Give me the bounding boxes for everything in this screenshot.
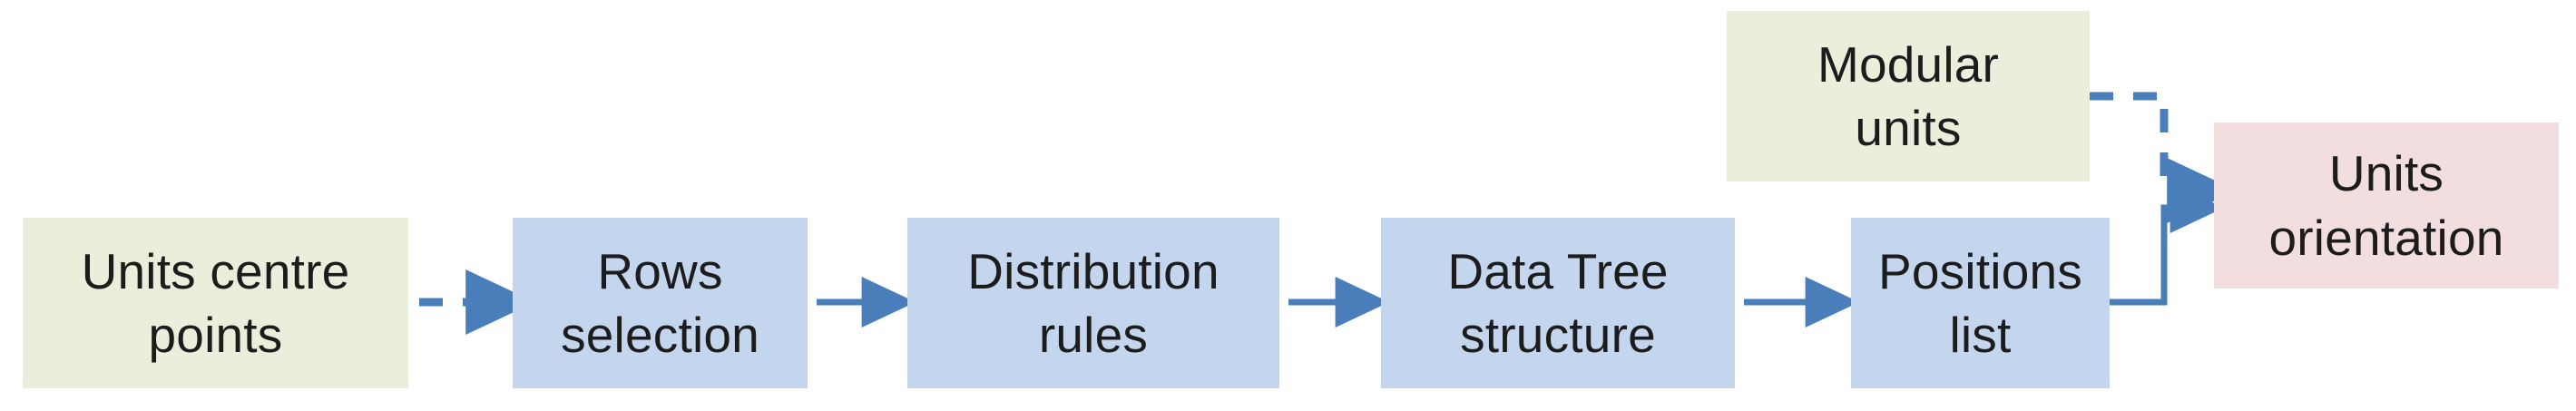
node-label: Units orientation (2268, 145, 2504, 266)
node-label: Positions list (1878, 242, 2082, 363)
node-label: Distribution rules (967, 242, 1219, 363)
node-units-orientation[interactable]: Units orientation (2214, 122, 2559, 289)
node-rows-selection[interactable]: Rows selection (513, 218, 808, 388)
node-positions-list[interactable]: Positions list (1851, 218, 2110, 388)
node-units-centre-points[interactable]: Units centre points (23, 218, 408, 388)
node-modular-units[interactable]: Modular units (1727, 11, 2090, 181)
node-label: Modular units (1817, 35, 2000, 156)
node-label: Data Tree structure (1447, 242, 1669, 363)
node-distribution-rules[interactable]: Distribution rules (907, 218, 1279, 388)
edge-positions-list-to-units-orientation (2110, 182, 2225, 306)
node-label: Units centre points (81, 242, 350, 363)
node-data-tree-structure[interactable]: Data Tree structure (1381, 218, 1735, 388)
node-label: Rows selection (561, 242, 759, 363)
edge-modular-units-to-units-orientation (2090, 92, 2237, 223)
